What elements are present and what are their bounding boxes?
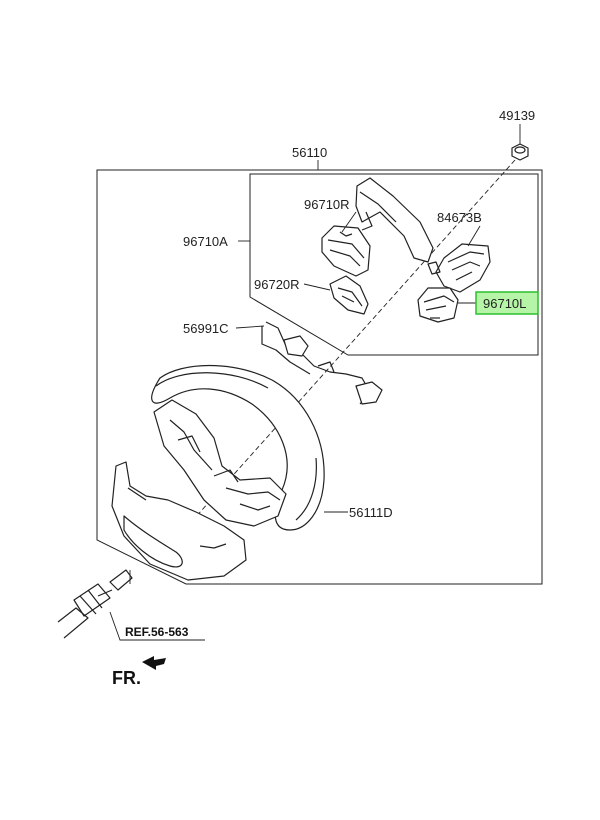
label-96710R: 96710R	[304, 197, 350, 212]
switch-96710L	[417, 287, 459, 323]
switch-84673B	[427, 243, 491, 293]
leader-lines	[109, 160, 481, 641]
front-direction-label: FR.	[112, 668, 141, 688]
switch-96710R	[321, 225, 371, 277]
switch-96720R	[329, 275, 369, 315]
front-direction-arrow-icon	[142, 656, 166, 670]
highlight-box-96710L	[475, 291, 539, 315]
label-96720R: 96720R	[254, 277, 300, 292]
upper-cover	[355, 177, 434, 263]
wiring-harness-56991C	[261, 321, 383, 405]
reference-label[interactable]: REF.56-563	[125, 625, 189, 639]
steering-column	[57, 569, 133, 639]
label-56111D: 56111D	[349, 505, 393, 520]
switch-subassembly-frame	[249, 173, 539, 356]
assembly-frame	[96, 169, 543, 585]
label-96710A: 96710A	[183, 234, 228, 249]
label-84673B: 84673B	[437, 210, 482, 225]
label-56991C: 56991C	[183, 321, 229, 336]
steering-wheel-56111D	[111, 364, 325, 581]
nut-49139	[511, 143, 529, 161]
label-49139: 49139	[499, 108, 535, 123]
label-56110: 56110	[292, 145, 327, 160]
label-96710L[interactable]: 96710L	[483, 296, 526, 311]
